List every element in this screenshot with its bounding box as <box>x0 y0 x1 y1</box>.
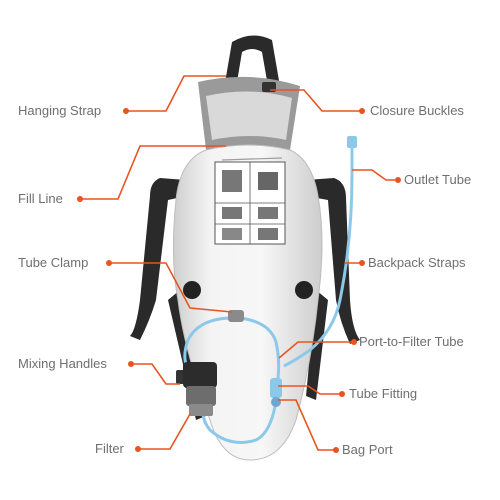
label-hanging-strap: Hanging Strap <box>18 103 102 118</box>
leader-port-to-filter-tube <box>278 341 354 359</box>
label-port-to-filter-tube: Port-to-Filter Tube <box>359 334 464 349</box>
label-tube-fitting: Tube Fitting <box>349 386 418 401</box>
label-closure-buckles: Closure Buckles <box>370 103 464 118</box>
bag-top-closure-inner <box>206 91 292 140</box>
label-filter: Filter <box>95 441 124 456</box>
leader-tube-clamp <box>109 262 233 313</box>
strap-pad-right <box>295 281 313 299</box>
leader-lines <box>80 75 398 451</box>
label-bag-port: Bag Port <box>342 442 393 457</box>
leader-filter <box>138 413 191 450</box>
hanging-strap <box>222 35 282 100</box>
backpack-strap-right <box>306 178 360 344</box>
tube-clamp-pad-left <box>183 281 201 299</box>
leader-mixing-handles <box>131 363 180 385</box>
leader-hanging-strap <box>126 75 226 112</box>
tube-fitting <box>270 378 282 398</box>
label-mixing-handles: Mixing Handles <box>18 356 107 371</box>
filter <box>183 362 217 416</box>
leader-tube-fitting <box>278 385 342 395</box>
tube-clamp <box>228 310 244 322</box>
label-backpack-straps: Backpack Straps <box>368 255 466 270</box>
label-fill-line: Fill Line <box>18 191 63 206</box>
leader-outlet-tube <box>352 169 398 181</box>
fill-line-mark <box>221 157 283 161</box>
leader-bag-port <box>278 399 336 451</box>
label-outlet-tube: Outlet Tube <box>404 172 472 187</box>
backpack-strap-left <box>130 178 186 340</box>
outlet-tube <box>283 142 354 368</box>
instruction-panel <box>214 161 286 245</box>
label-tube-clamp: Tube Clamp <box>18 255 89 270</box>
leader-closure-buckles <box>270 89 362 112</box>
bite-valve <box>347 136 357 148</box>
leader-dots <box>77 108 401 453</box>
bag-port <box>271 397 281 407</box>
leader-fill-line <box>80 145 226 200</box>
